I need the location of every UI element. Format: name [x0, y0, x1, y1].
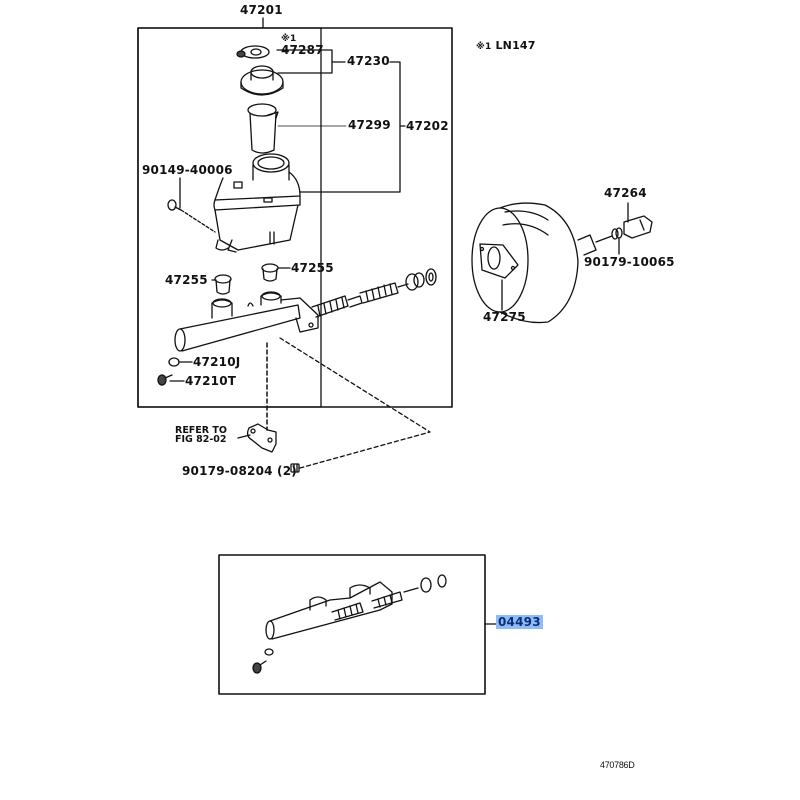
- piston-assembly-icon: [311, 268, 437, 318]
- label-90179-08204[interactable]: 90179-08204 (2): [182, 464, 297, 478]
- kit-bolt-icon: [252, 660, 267, 674]
- strainer-icon: [247, 103, 279, 154]
- booster-nut-icon: [611, 227, 623, 240]
- dashed-nut-line: [279, 337, 431, 469]
- label-47202[interactable]: 47202: [406, 119, 449, 133]
- reservoir-cap-icon: [240, 65, 284, 96]
- master-cylinder-icon: [174, 291, 319, 352]
- grommet-left-icon: [214, 274, 232, 295]
- label-04493-highlighted[interactable]: 04493: [496, 615, 543, 629]
- kit-master-cylinder-icon: [265, 574, 447, 640]
- note-marker: ※1: [281, 34, 297, 44]
- gasket-j-icon: [168, 357, 180, 367]
- nut-icon: [290, 463, 300, 473]
- assembly-frame-top: [137, 27, 322, 408]
- leader-refer: [237, 434, 251, 439]
- label-47210T[interactable]: 47210T: [185, 374, 237, 388]
- label-47287[interactable]: 47287: [281, 43, 324, 57]
- clevis-icon: [623, 215, 653, 239]
- bracket-icon: [246, 423, 277, 453]
- note-legend: ※1 LN147: [476, 40, 536, 52]
- label-90149-40006[interactable]: 90149-40006: [142, 163, 233, 177]
- reservoir-screw-icon: [167, 199, 182, 211]
- label-47255-right[interactable]: 47255: [291, 261, 334, 275]
- note-legend-text: LN147: [495, 39, 536, 52]
- note-legend-symbol: ※1: [476, 42, 492, 52]
- assembly-frame-outline: [137, 27, 453, 408]
- brake-booster-icon: [471, 202, 613, 324]
- label-47264[interactable]: 47264: [604, 186, 647, 200]
- refer-note-line1: REFER TO: [175, 425, 227, 436]
- label-47275[interactable]: 47275: [483, 310, 526, 324]
- label-47255-left[interactable]: 47255: [165, 273, 208, 287]
- label-90179-10065[interactable]: 90179-10065: [584, 255, 675, 269]
- dashed-90149-40006: [180, 209, 216, 233]
- kit-gasket-icon: [264, 648, 274, 656]
- cap-gasket-icon: [236, 45, 270, 59]
- refer-note-line2[interactable]: FIG 82-02: [175, 434, 227, 445]
- reservoir-icon: [213, 153, 301, 253]
- bolt-t-icon: [157, 374, 173, 386]
- label-47230[interactable]: 47230: [347, 54, 390, 68]
- label-47299[interactable]: 47299: [348, 118, 391, 132]
- label-47210J[interactable]: 47210J: [193, 355, 241, 369]
- bracket-47202: [299, 61, 401, 193]
- label-47201[interactable]: 47201: [240, 3, 283, 17]
- grommet-right-icon: [261, 263, 279, 282]
- illustration-code: 470786D: [600, 760, 635, 770]
